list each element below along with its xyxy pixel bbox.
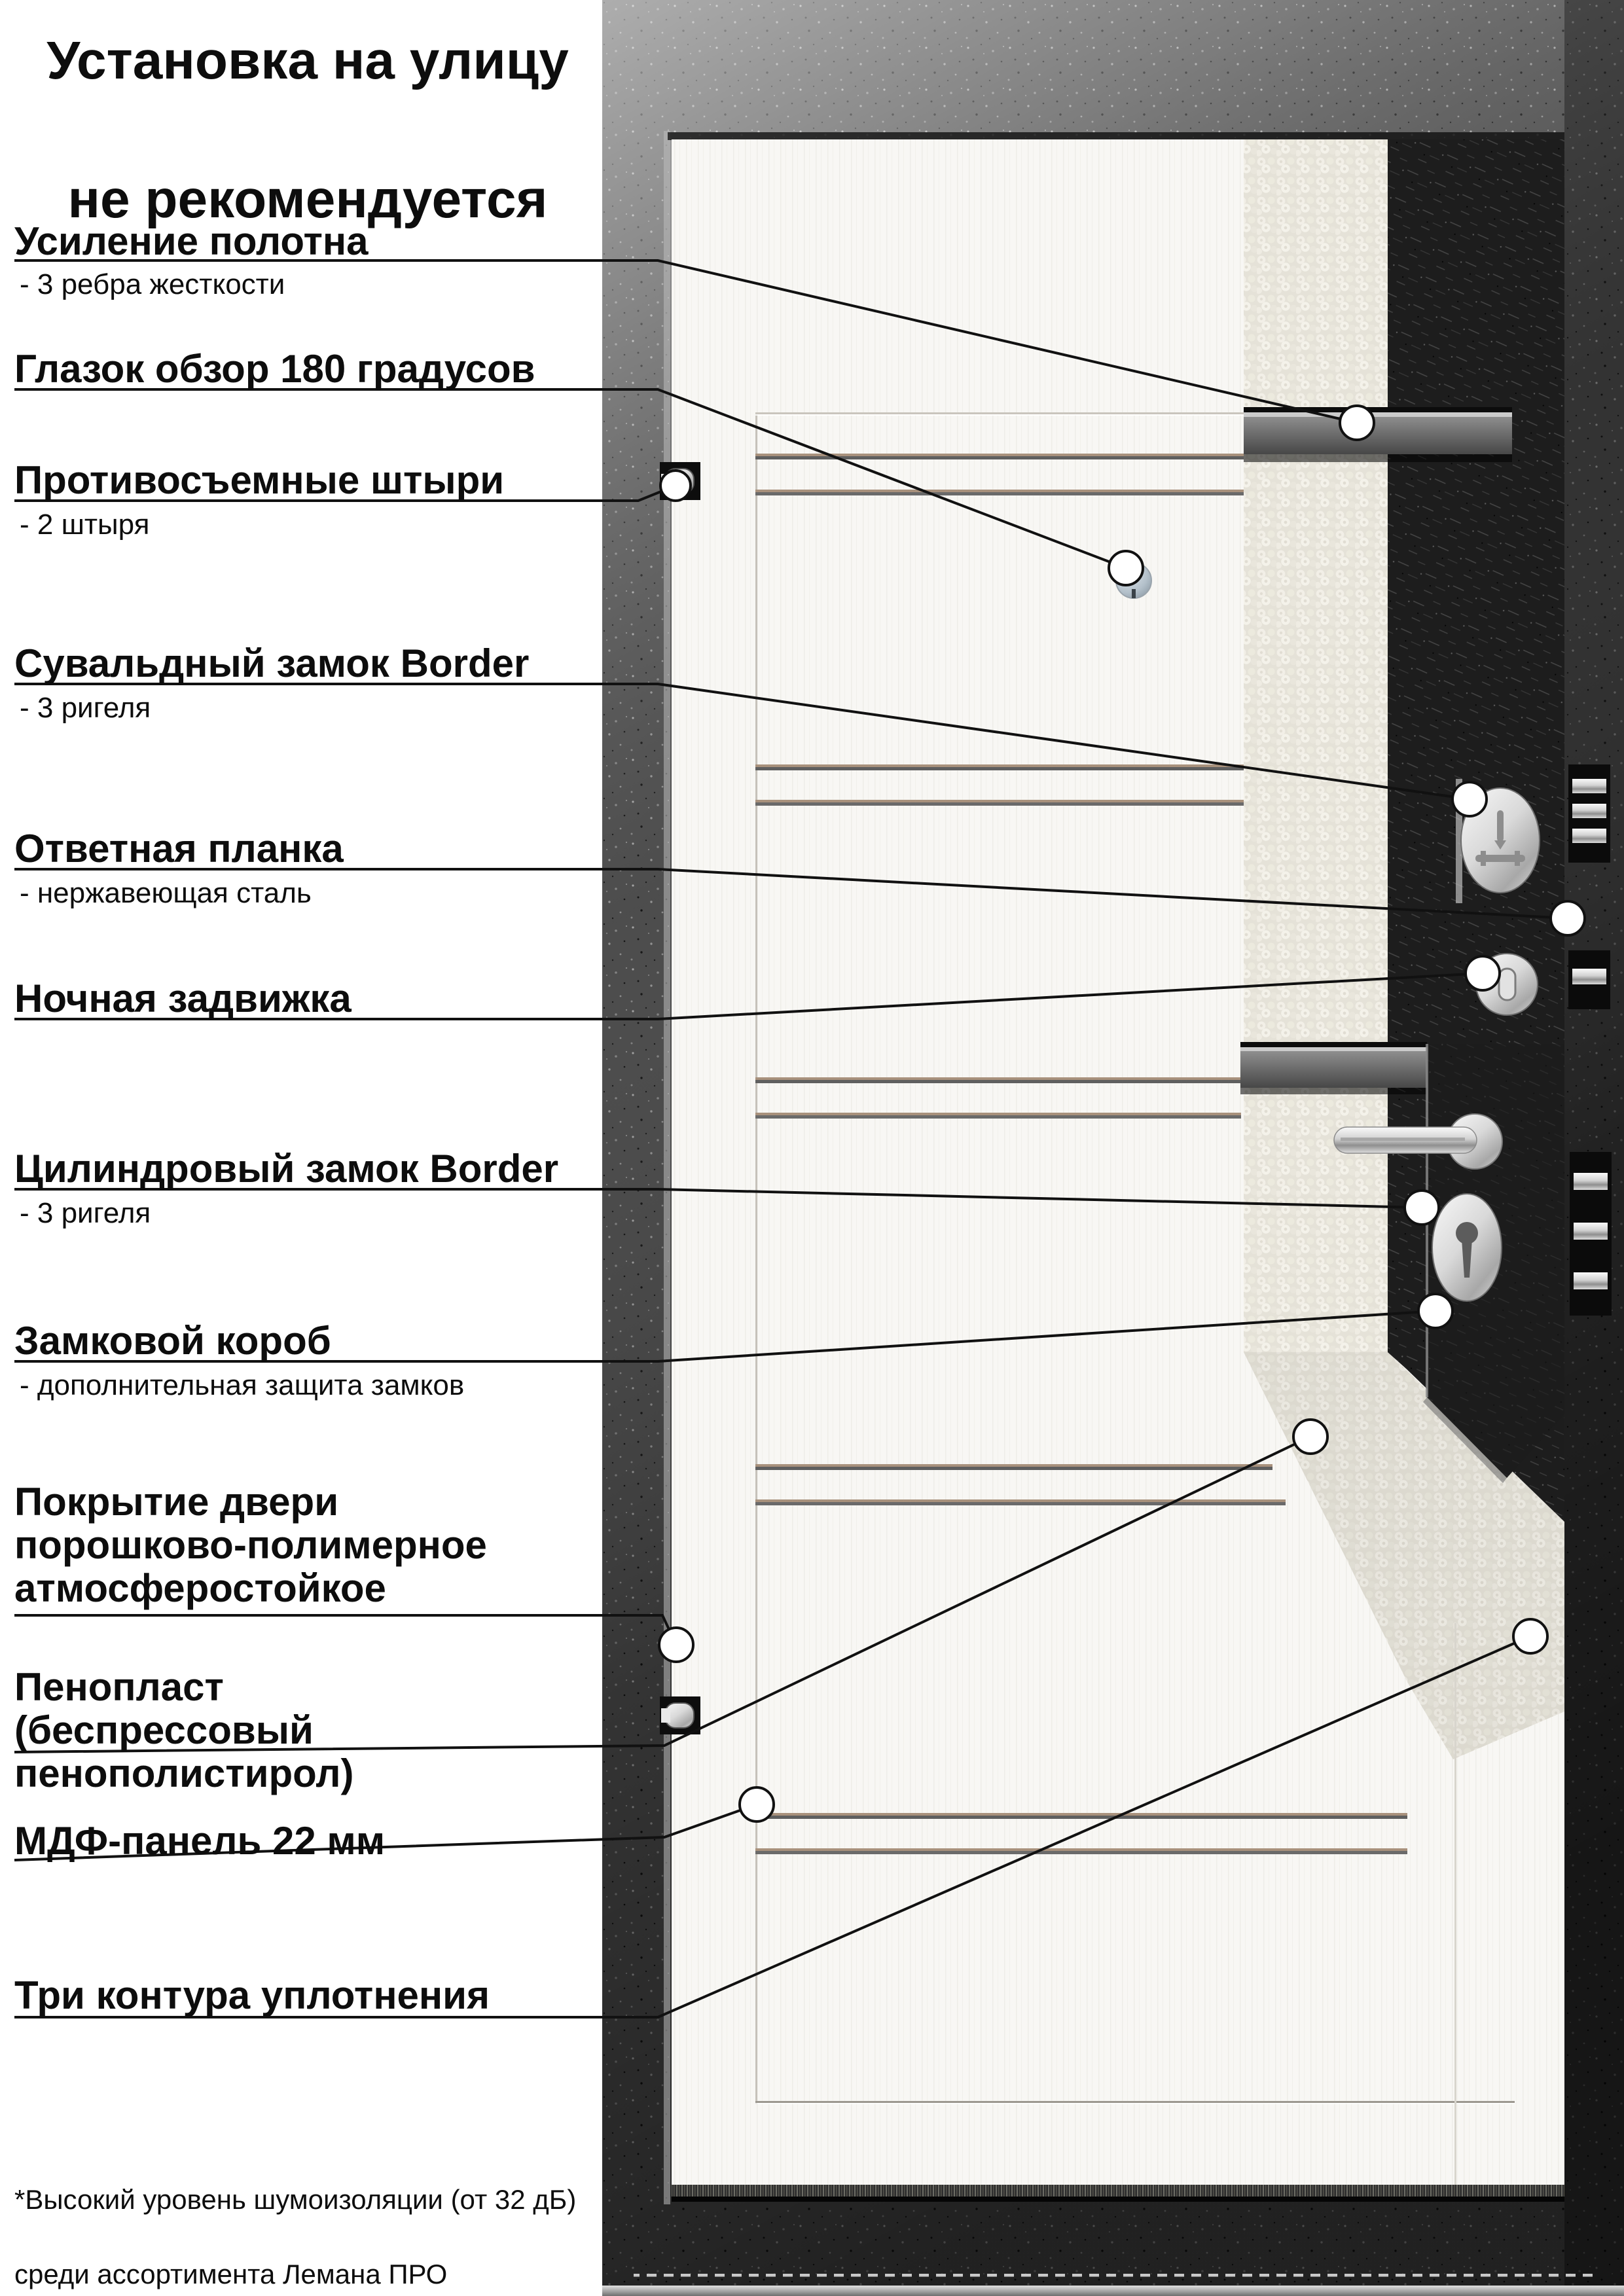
- page-title: Установка на улицу не рекомендуется: [20, 26, 596, 234]
- deadbolt-icon: [1574, 1173, 1608, 1190]
- strike-recess-top: [1568, 764, 1610, 863]
- footnote-line1: *Высокий уровень шумоизоляции (от 32 дБ): [14, 2184, 577, 2215]
- feature-label-peephole: Глазок обзор 180 градусов: [14, 347, 535, 391]
- callout-markers: [658, 404, 1586, 1823]
- anti-pry-pin-icon: [660, 1696, 700, 1734]
- feature-note-anti-pry-pins: - 2 штыря: [20, 509, 150, 541]
- feature-note-cylinder-lock: - 3 ригеля: [20, 1197, 151, 1229]
- stiffening-rib-middle: [1240, 1042, 1427, 1094]
- door-handle-icon: [1333, 1113, 1503, 1170]
- feature-label-mdf-panel: МДФ-панель 22 мм: [14, 1819, 386, 1863]
- deadbolt-icon: [1574, 1272, 1608, 1289]
- deadbolt-icon: [1574, 1223, 1608, 1240]
- deadbolt-icon: [1572, 829, 1606, 843]
- strike-recess-bottom: [1570, 1152, 1612, 1316]
- lever-lock-escutcheon-icon: [1456, 779, 1540, 903]
- panel-stile-line: [755, 412, 757, 2104]
- feature-note-strike-plate: - нержавеющая сталь: [20, 877, 312, 909]
- title-line2: не рекомендуется: [67, 170, 548, 229]
- feature-label-lever-lock: Сувальдный замок Border: [14, 641, 530, 685]
- footnote: *Высокий уровень шумоизоляции (от 32 дБ)…: [14, 2181, 669, 2293]
- feature-label-lock-box: Замковой короб: [14, 1319, 331, 1363]
- cut-face-line: [1454, 1623, 1456, 2196]
- feature-label-seal-contours: Три контура уплотнения: [14, 1973, 490, 2017]
- strike-recess-night-latch: [1568, 950, 1610, 1009]
- feature-note-reinforcement: - 3 ребра жесткости: [20, 268, 285, 300]
- deadbolt-icon: [1572, 969, 1606, 984]
- feature-label-coating: Покрытие двери порошково-полимерное атмо…: [14, 1480, 487, 1610]
- leader-lines: [14, 259, 1568, 2018]
- deadbolt-icon: [1572, 779, 1606, 793]
- feature-label-foam: Пенопласт (беспрессовый пенополистирол): [14, 1665, 354, 1795]
- leaf-edge-highlight: [664, 131, 670, 2204]
- title-line1: Установка на улицу: [46, 31, 569, 90]
- footnote-line2: среди ассортимента Лемана ПРО: [14, 2259, 448, 2289]
- feature-label-reinforcement: Усиление полотна: [14, 219, 369, 263]
- deadbolt-icon: [1572, 804, 1606, 818]
- door-bottom: [602, 2185, 1624, 2296]
- feature-label-cylinder-lock: Цилиндровый замок Border: [14, 1147, 559, 1191]
- cylinder-escutcheon-icon: [1432, 1193, 1502, 1302]
- feature-note-lever-lock: - 3 ригеля: [20, 692, 151, 724]
- feature-label-strike-plate: Ответная планка: [14, 827, 344, 870]
- feature-label-night-latch: Ночная задвижка: [14, 977, 352, 1020]
- leaf-top-gap: [668, 132, 1564, 140]
- panel-grooves: [755, 454, 1515, 2104]
- feature-label-anti-pry-pins: Противосъемные штыри: [14, 458, 505, 502]
- stiffening-rib-top: [1244, 407, 1512, 462]
- feature-note-lock-box: - дополнительная защита замков: [20, 1369, 465, 1401]
